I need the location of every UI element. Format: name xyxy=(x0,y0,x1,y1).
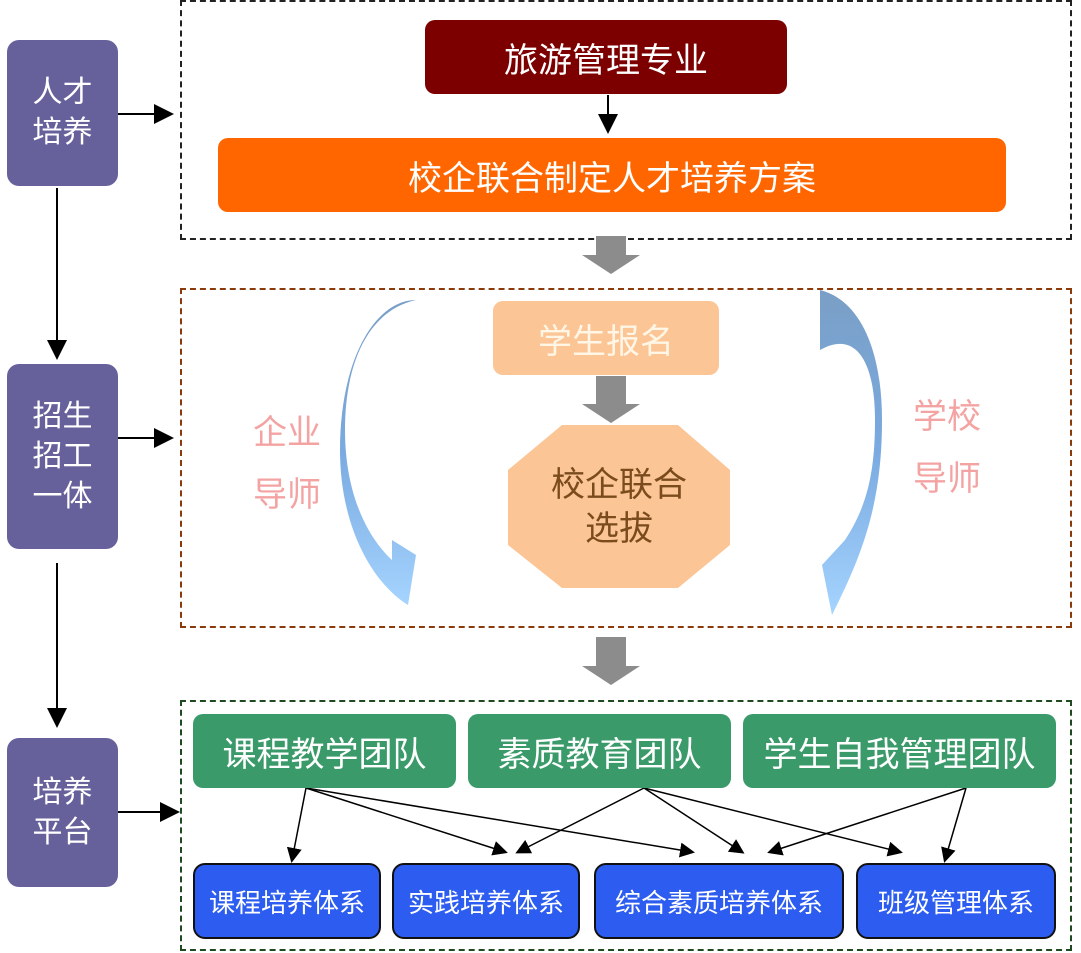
selection-label: 校企联合 选拔 xyxy=(551,464,687,549)
enterprise-mentor-label: 企业 导师 xyxy=(253,413,321,515)
side-label-talent: 人才 培养 xyxy=(7,40,118,186)
conn-quality-team-to-class-sys xyxy=(643,787,903,857)
side-label-platform: 培养 平台 xyxy=(7,738,118,887)
conn-course-team-to-course-sys xyxy=(286,787,307,863)
conn-self-team-to-class-sys xyxy=(941,787,967,863)
major-box: 旅游管理专业 xyxy=(425,20,787,94)
school-mentor-label: 学校 导师 xyxy=(913,397,981,499)
platform-frame xyxy=(180,700,1072,951)
gray-arrow-2 xyxy=(582,376,640,423)
conn-course-team-to-practice-sys xyxy=(305,787,508,856)
team-quality-education: 素质教育团队 xyxy=(468,714,731,788)
team-course-teaching: 课程教学团队 xyxy=(193,714,456,788)
enroll-frame xyxy=(180,288,1072,628)
side-label-enroll: 招生 招工 一体 xyxy=(7,364,118,549)
enterprise-curved-arrow xyxy=(340,300,416,605)
school-curved-arrow xyxy=(820,290,882,615)
gray-arrow-3 xyxy=(582,637,640,685)
plan-box: 校企联合制定人才培养方案 xyxy=(218,138,1006,212)
system-practice-training: 实践培养体系 xyxy=(392,863,580,939)
gray-arrow-1 xyxy=(582,236,640,274)
conn-quality-team-to-practice-sys xyxy=(515,787,645,854)
conn-course-team-to-quality-sys xyxy=(305,787,695,858)
system-course-training: 课程培养体系 xyxy=(193,863,381,939)
selection-octagon xyxy=(508,425,730,588)
apply-box: 学生报名 xyxy=(493,301,719,375)
team-student-self-management: 学生自我管理团队 xyxy=(743,714,1056,788)
system-comprehensive-quality: 综合素质培养体系 xyxy=(594,863,844,939)
conn-quality-team-to-quality-sys xyxy=(643,787,745,854)
conn-self-team-to-quality-sys xyxy=(767,787,967,856)
system-class-management: 班级管理体系 xyxy=(856,863,1056,939)
